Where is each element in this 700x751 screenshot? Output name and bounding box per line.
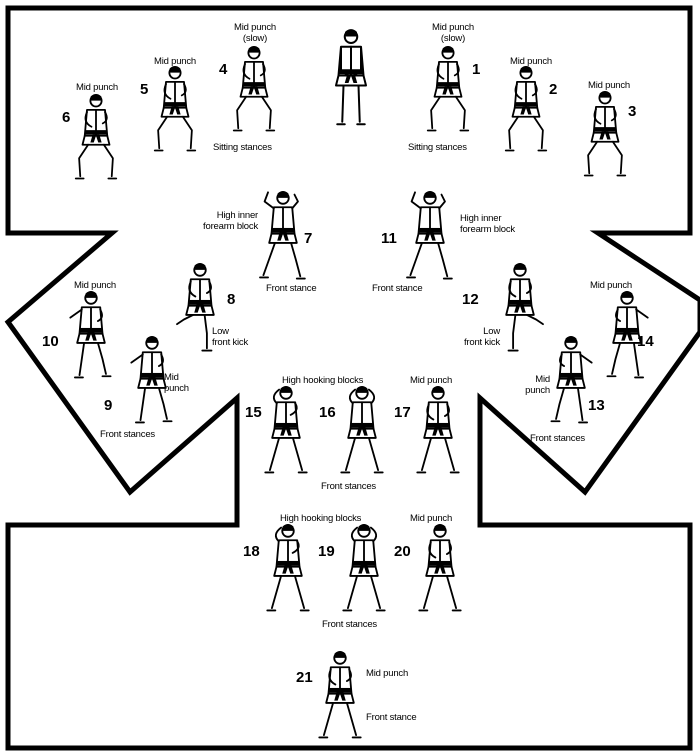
move-8-figure xyxy=(176,263,215,352)
move-11-label-line-1: High inner xyxy=(460,213,502,224)
move-14-figure xyxy=(606,291,649,379)
move-10-label-line-1: Mid punch xyxy=(73,280,117,291)
move-8-label-line-1: Low xyxy=(212,326,229,337)
front-stances-left-label: Front stances xyxy=(100,429,155,440)
ready-stance-figure xyxy=(335,29,367,126)
move-20-number: 20 xyxy=(394,543,411,560)
move-15-number: 15 xyxy=(245,404,262,421)
move-16-number: 16 xyxy=(319,404,336,421)
move-11-figure xyxy=(406,191,453,280)
move-14-label: Mid punch xyxy=(576,280,646,291)
hooking-blocks-row4-label: High hooking blocks xyxy=(280,513,362,524)
hooking-blocks-row3-label: High hooking blocks xyxy=(282,375,364,386)
move-5-label: Mid punch xyxy=(140,56,210,67)
move-4-figure xyxy=(232,46,276,132)
move-10-label: Mid punch xyxy=(60,280,130,291)
move-19-figure xyxy=(342,524,386,612)
move-3-figure xyxy=(583,91,627,177)
move-8-number: 8 xyxy=(227,291,236,308)
move-2-number: 2 xyxy=(549,81,558,98)
move-14-number: 14 xyxy=(637,333,654,350)
move-20-label-line-1: Mid punch xyxy=(410,513,453,524)
move-2-label-line-1: Mid punch xyxy=(509,56,553,67)
move-3-label-line-1: Mid punch xyxy=(587,80,631,91)
sitting-stances-left-label: Sitting stances xyxy=(213,142,272,153)
move-6-figure xyxy=(74,94,118,180)
move-10-number: 10 xyxy=(42,333,59,350)
move-8-label-line-2: front kick xyxy=(212,337,249,348)
move-13-figure xyxy=(550,336,593,424)
front-stance-21-label: Front stance xyxy=(366,712,417,723)
move-7-label-line-2: forearm block xyxy=(203,221,258,232)
move-17-number: 17 xyxy=(394,404,411,421)
move-6-label-line-1: Mid punch xyxy=(75,82,119,93)
sitting-stances-right-label: Sitting stances xyxy=(408,142,467,153)
move-9-label-line-2: punch xyxy=(164,383,189,394)
move-1-number: 1 xyxy=(472,61,481,78)
move-1-label-line-1: Mid punch xyxy=(431,22,475,33)
move-14-label-line-1: Mid punch xyxy=(589,280,633,291)
move-4-label-line-2: (slow) xyxy=(242,33,268,44)
move-12-figure xyxy=(505,263,544,352)
move-17-figure xyxy=(416,386,460,474)
move-19-number: 19 xyxy=(318,543,335,560)
move-7-number: 7 xyxy=(304,230,313,247)
move-9-number: 9 xyxy=(104,397,113,414)
front-stances-row4-label: Front stances xyxy=(322,619,377,630)
move-13-label-line-1: Mid xyxy=(535,374,550,385)
move-13-label-line-2: punch xyxy=(525,385,550,396)
move-3-label: Mid punch xyxy=(574,80,644,91)
move-6-number: 6 xyxy=(62,109,71,126)
move-6-label: Mid punch xyxy=(62,82,132,93)
move-3-number: 3 xyxy=(628,103,637,120)
move-18-figure xyxy=(266,524,310,612)
move-13-number: 13 xyxy=(588,397,605,414)
move-12-label-line-2: front kick xyxy=(463,337,500,348)
move-21-figure xyxy=(318,651,362,739)
move-17-label: Mid punch xyxy=(410,375,452,386)
move-20-label: Mid punch xyxy=(410,513,452,524)
move-5-label-line-1: Mid punch xyxy=(153,56,197,67)
move-16-figure xyxy=(340,386,384,474)
move-4-label-line-1: Mid punch xyxy=(233,22,277,33)
move-10-figure xyxy=(69,291,112,379)
move-12-label-line-1: Low xyxy=(483,326,500,337)
front-stances-right-label: Front stances xyxy=(530,433,585,444)
move-2-figure xyxy=(504,66,548,152)
move-9-label-line-1: Mid xyxy=(164,372,179,383)
move-4-label: Mid punch(slow) xyxy=(220,22,290,44)
move-12-number: 12 xyxy=(462,291,479,308)
move-21-number: 21 xyxy=(296,669,313,686)
move-9-figure xyxy=(130,336,173,424)
move-20-figure xyxy=(418,524,462,612)
front-stances-row3-label: Front stances xyxy=(321,481,376,492)
move-18-number: 18 xyxy=(243,543,260,560)
move-11-label-line-2: forearm block xyxy=(460,224,515,235)
move-17-label-line-1: Mid punch xyxy=(410,375,453,386)
move-1-label: Mid punch(slow) xyxy=(418,22,488,44)
front-stance-7-label: Front stance xyxy=(266,283,317,294)
move-1-label-line-2: (slow) xyxy=(440,33,466,44)
move-21-label: Mid punch xyxy=(366,668,408,679)
move-4-number: 4 xyxy=(219,61,228,78)
move-5-number: 5 xyxy=(140,81,149,98)
move-15-figure xyxy=(264,386,308,474)
move-2-label: Mid punch xyxy=(496,56,566,67)
move-21-label-line-1: Mid punch xyxy=(366,668,409,679)
move-5-figure xyxy=(153,66,197,152)
move-11-number: 11 xyxy=(381,230,397,247)
front-stance-11-label: Front stance xyxy=(372,283,423,294)
move-1-figure xyxy=(426,46,470,132)
move-7-figure xyxy=(259,191,306,280)
move-7-label-line-1: High inner xyxy=(216,210,259,221)
